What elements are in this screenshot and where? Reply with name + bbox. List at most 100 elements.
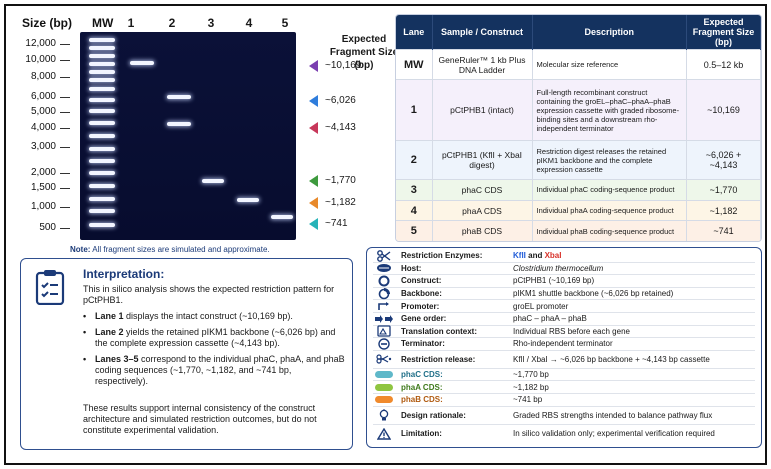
cell-desc: Individual phaB coding-sequence product bbox=[532, 220, 687, 241]
cell-size: 0.5–12 kb bbox=[686, 48, 761, 80]
cell-size: ~10,169 bbox=[686, 79, 761, 141]
enzyme-xbai: XbaI bbox=[544, 251, 562, 261]
detail-value: Rho-independent terminator bbox=[513, 339, 613, 349]
detail-value: ~741 bp bbox=[513, 395, 543, 405]
detail-label: Construct: bbox=[401, 276, 442, 286]
lane2-band-cassette bbox=[167, 122, 191, 126]
ribosome-icon bbox=[373, 325, 395, 338]
detail-row: Construct: pCtPHB1 (~10,169 bp) bbox=[373, 275, 755, 288]
warning-icon bbox=[373, 427, 395, 440]
detail-label: phaC CDS: bbox=[401, 370, 443, 380]
figure-frame bbox=[4, 4, 767, 465]
detail-label: Terminator: bbox=[401, 339, 445, 349]
interpretation-title: Interpretation: bbox=[83, 267, 165, 281]
ladder-label: 1,500 bbox=[30, 182, 56, 193]
detail-value: Clostridium thermocellum bbox=[513, 263, 604, 273]
host-icon bbox=[373, 262, 395, 274]
ladder-band bbox=[89, 147, 115, 151]
expected-arrow-icon bbox=[309, 60, 318, 72]
promoter-icon bbox=[373, 300, 395, 312]
ladder-label: 6,000 bbox=[30, 91, 56, 102]
detail-row: Restriction release: KflI / XbaI → ~6,026… bbox=[373, 351, 755, 369]
cell-size: ~6,026 + ~4,143 bbox=[686, 140, 761, 180]
cell-sample: pCtPHB1 (KflI + XbaI digest) bbox=[432, 140, 533, 180]
detail-row: phaC CDS:~1,770 bp bbox=[373, 369, 755, 382]
expected-size-value: ~741 bbox=[325, 218, 348, 229]
ladder-tick bbox=[60, 228, 70, 229]
ladder-band bbox=[89, 109, 115, 113]
interpretation-bullet: Lane 2 yields the retained pIKM1 backbon… bbox=[83, 327, 345, 349]
cell-size: ~1,182 bbox=[686, 199, 761, 221]
ladder-label: 1,000 bbox=[30, 201, 56, 212]
header-lane: Lane bbox=[396, 15, 433, 50]
cell-desc: Individual phaA coding-sequence product bbox=[532, 199, 687, 221]
gene-order-icon bbox=[373, 313, 395, 325]
detail-label: Restriction Enzymes: bbox=[401, 251, 483, 261]
lane-number-1: 1 bbox=[127, 16, 135, 30]
detail-label: Restriction release: bbox=[401, 354, 476, 364]
detail-row: Host: Clostridium thermocellum bbox=[373, 263, 755, 276]
bullet-text: yields the retained pIKM1 backbone (~6,0… bbox=[95, 327, 336, 348]
detail-value: ~1,182 bp bbox=[513, 382, 549, 392]
ladder-band bbox=[89, 209, 115, 213]
backbone-icon bbox=[373, 287, 395, 300]
detail-value: pCtPHB1 (~10,169 bp) bbox=[513, 276, 595, 286]
phaa-pill-icon bbox=[373, 381, 395, 393]
cell-sample: phaA CDS bbox=[432, 199, 533, 221]
detail-label: Limitation: bbox=[401, 429, 442, 439]
enzyme-and: and bbox=[525, 251, 545, 261]
cell-lane: 3 bbox=[396, 179, 433, 201]
expected-arrow-icon bbox=[309, 218, 318, 230]
gel-note-text: All fragment sizes are simulated and app… bbox=[92, 245, 270, 254]
bullet-text: correspond to the individual phaC, phaA,… bbox=[95, 354, 345, 386]
detail-label: Host: bbox=[401, 263, 422, 273]
clipboard-icon bbox=[35, 270, 65, 305]
interpretation-box: Interpretation: This in silico analysis … bbox=[20, 258, 353, 450]
scissors-icon bbox=[373, 249, 395, 262]
detail-row: Terminator: Rho-independent terminator bbox=[373, 338, 755, 351]
lane3-band bbox=[202, 179, 224, 183]
ladder-band bbox=[89, 223, 115, 227]
cell-lane: MW bbox=[396, 48, 433, 80]
expected-arrow-icon bbox=[309, 122, 318, 134]
expected-size-value: ~1,770 bbox=[325, 175, 356, 186]
cell-size: ~741 bbox=[686, 220, 761, 241]
ladder-band bbox=[89, 98, 115, 102]
header-description: Description bbox=[532, 15, 687, 50]
expected-arrow-icon bbox=[309, 95, 318, 107]
detail-value: KflI / XbaI → ~6,026 bp backbone + ~4,14… bbox=[513, 354, 710, 364]
cell-desc: Full-length recombinant construct contai… bbox=[532, 79, 687, 141]
lane-number-5: 5 bbox=[281, 16, 289, 30]
cell-lane: 5 bbox=[396, 220, 433, 241]
interpretation-bullet: Lanes 3–5 correspond to the individual p… bbox=[83, 354, 345, 387]
cell-lane: 4 bbox=[396, 199, 433, 221]
interpretation-bullet: Lane 1 displays the intact construct (~1… bbox=[83, 311, 345, 322]
ladder-label: 500 bbox=[39, 222, 56, 233]
ladder-label: 3,000 bbox=[30, 141, 56, 152]
ladder-label: 4,000 bbox=[30, 122, 56, 133]
detail-label: Backbone: bbox=[401, 289, 442, 299]
interpretation-bullets: Lane 1 displays the intact construct (~1… bbox=[83, 311, 345, 392]
header-sample: Sample / Construct bbox=[432, 15, 533, 50]
ladder-label: 8,000 bbox=[30, 71, 56, 82]
ladder-band bbox=[89, 184, 115, 188]
cell-size: ~1,770 bbox=[686, 179, 761, 201]
detail-label: phaB CDS: bbox=[401, 395, 443, 405]
detail-label: Design rationale: bbox=[401, 410, 466, 420]
detail-label: Promoter: bbox=[401, 301, 440, 311]
construct-details-box: Restriction Enzymes: KflI and XbaI Host:… bbox=[366, 247, 762, 448]
detail-row: Promoter:groEL promoter bbox=[373, 300, 755, 313]
ladder-tick bbox=[60, 173, 70, 174]
detail-value: In silico validation only; experimental … bbox=[513, 429, 715, 439]
ladder-band bbox=[89, 121, 115, 125]
detail-row: Limitation: In silico validation only; ex… bbox=[373, 425, 755, 443]
ladder-tick bbox=[60, 188, 70, 189]
ladder-band bbox=[89, 159, 115, 163]
bullet-lead: Lane 2 bbox=[95, 327, 124, 337]
lane-table-header: Lane Sample / Construct Description Expe… bbox=[396, 15, 761, 50]
bullet-lead: Lanes 3–5 bbox=[95, 354, 139, 364]
